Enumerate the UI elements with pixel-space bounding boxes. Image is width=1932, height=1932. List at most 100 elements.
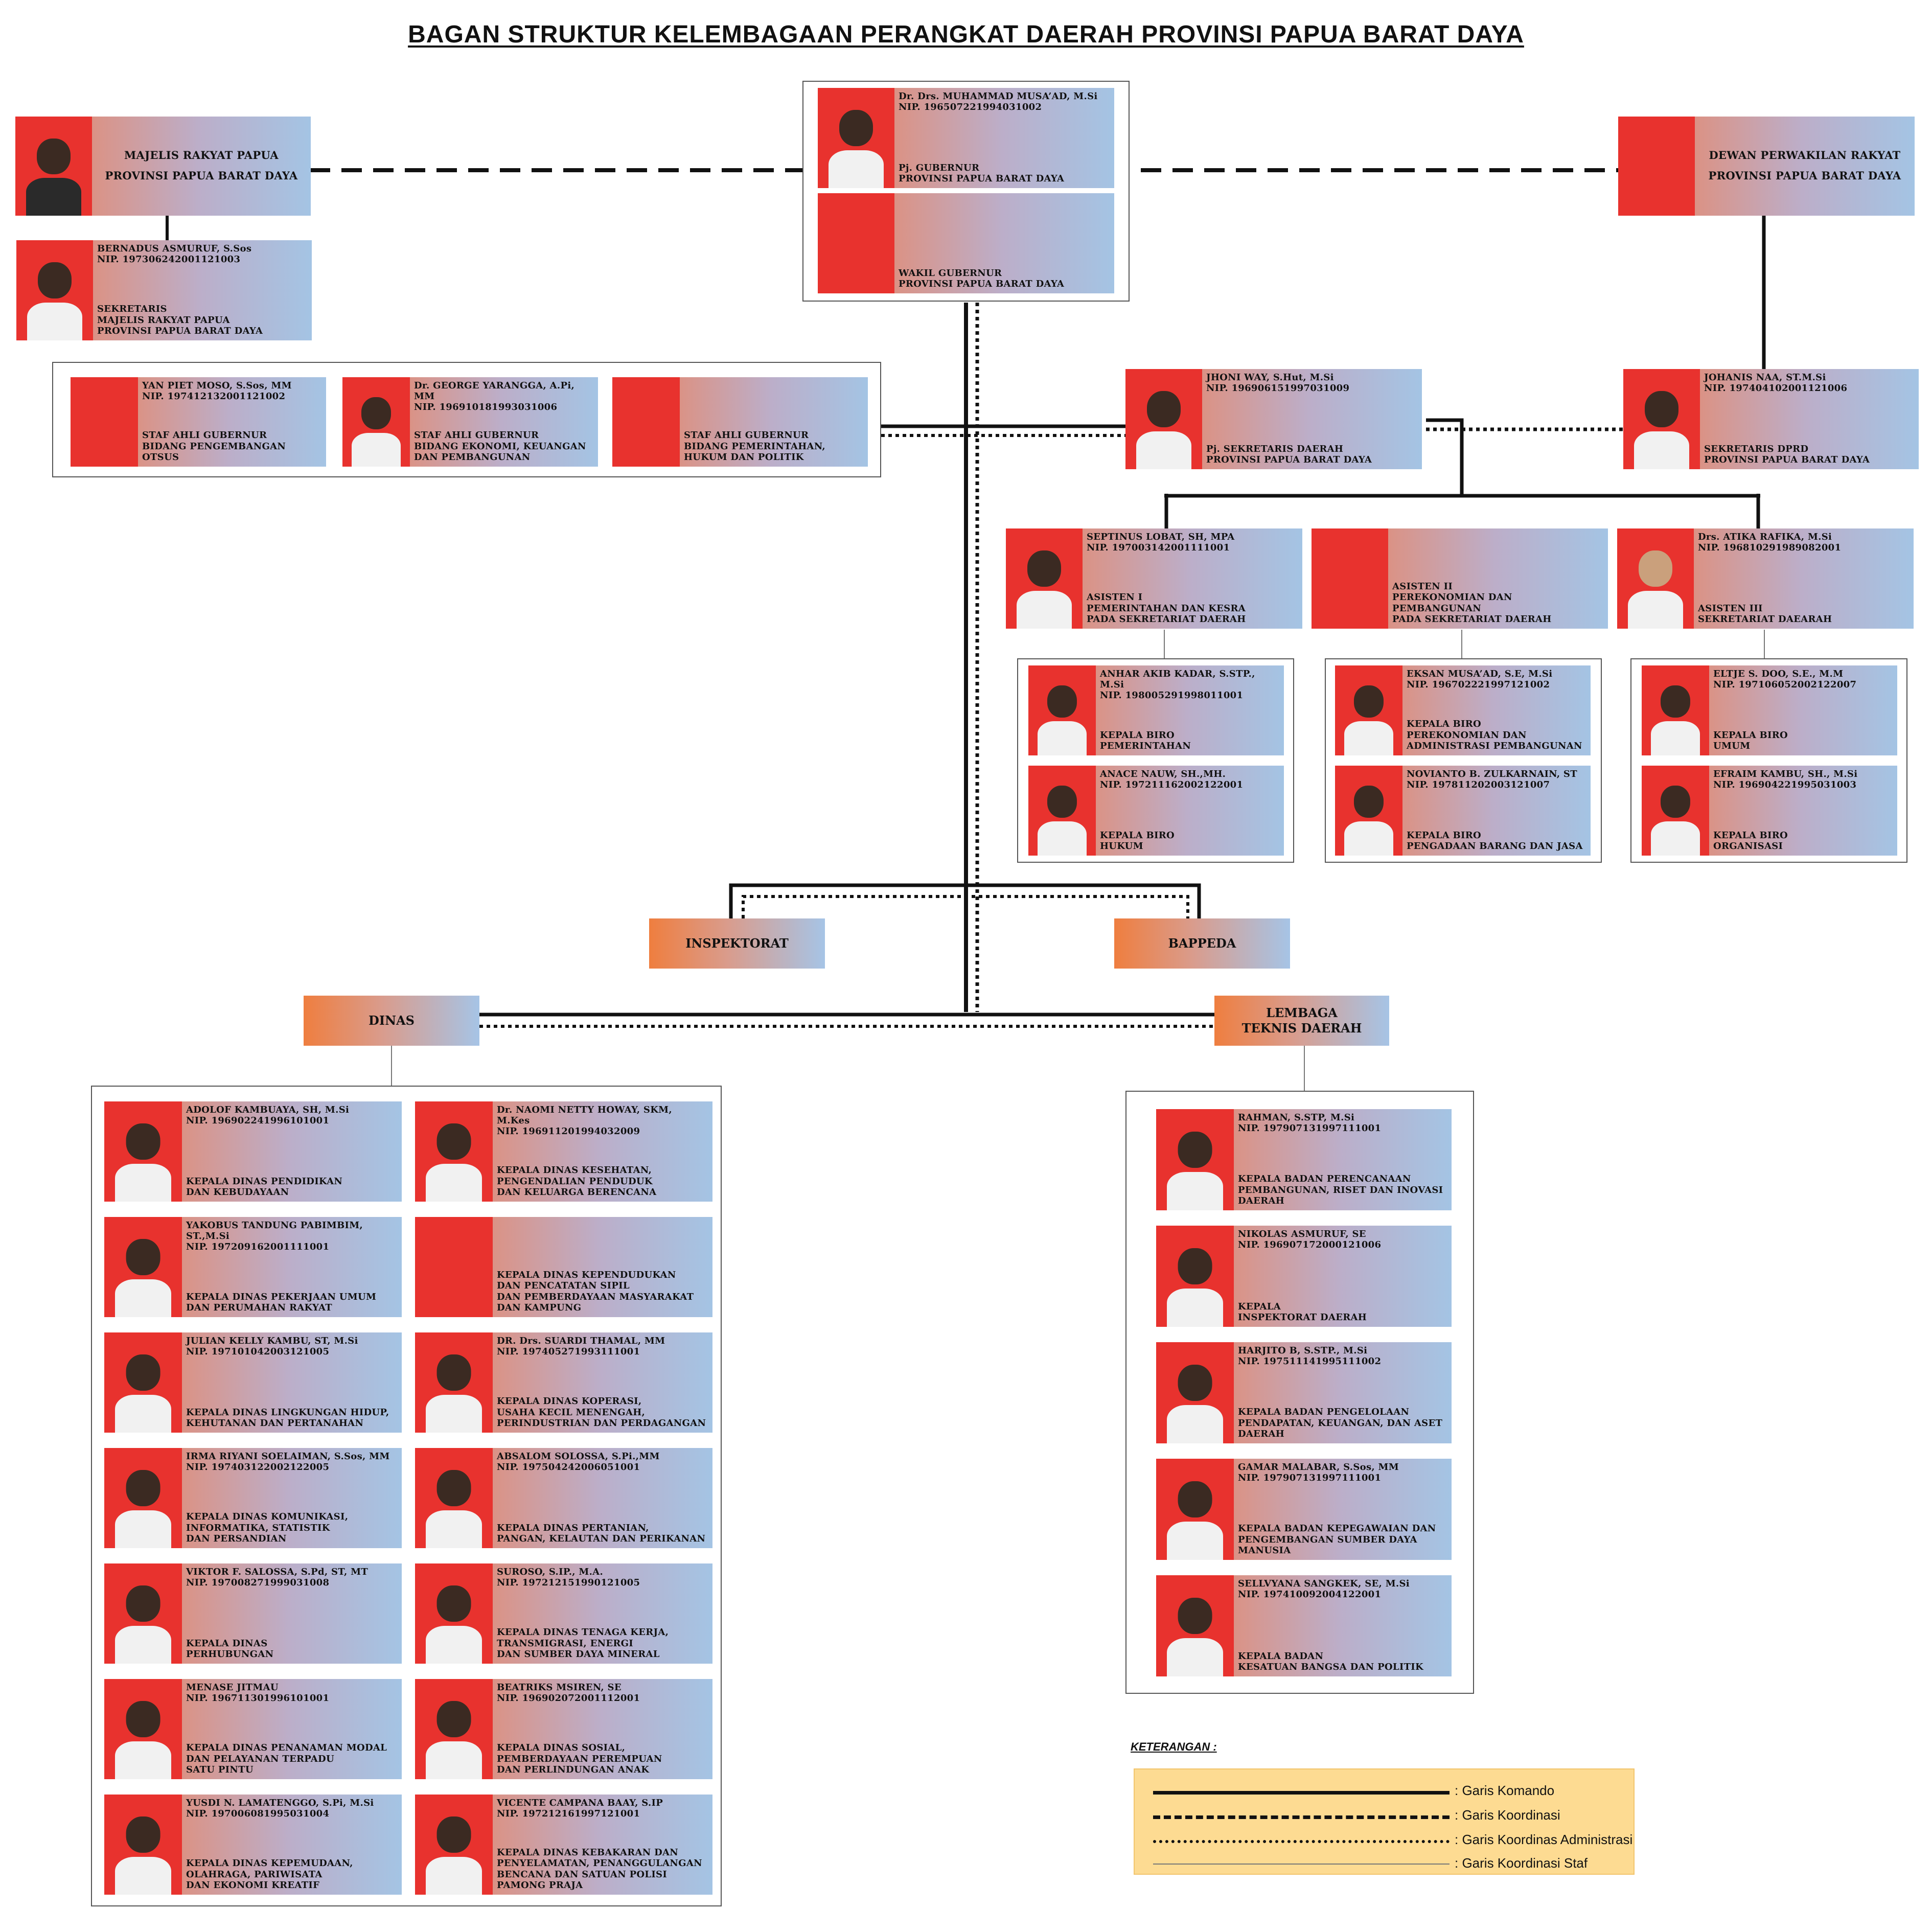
card-position: KEPALA DINAS LINGKUNGAN HIDUP, KEHUTANAN… [186, 1407, 389, 1429]
card-mrp: MAJELIS RAKYAT PAPUA PROVINSI PAPUA BARA… [15, 117, 311, 216]
card-name: NOVIANTO B. ZULKARNAIN, ST [1407, 769, 1577, 779]
card-nip: NIP. 196906151997031009 [1206, 383, 1350, 394]
card-position: KEPALA BIRO UMUM [1713, 729, 1788, 751]
card-position: SEKRETARIS DPRD PROVINSI PAPUA BARAT DAY… [1704, 443, 1870, 465]
page-title: BAGAN STRUKTUR KELEMBAGAAN PERANGKAT DAE… [408, 21, 1524, 48]
photo-dinas-10 [415, 1563, 493, 1664]
card-name: BEATRIKS MSIREN, SE [497, 1682, 622, 1693]
card-position: ASISTEN II PEREKONOMIAN DAN PEMBANGUNAN … [1392, 581, 1552, 625]
card-name: ELTJE S. DOO, S.E., M.M [1713, 669, 1844, 679]
card-nip: NIP. 197209162001111001 [186, 1241, 330, 1253]
card-wakil-gubernur: WAKIL GUBERNUR PROVINSI PAPUA BARAT DAYA [818, 193, 1114, 293]
card-name: RAHMAN, S.STP, M.Si [1238, 1112, 1355, 1123]
card-nip: NIP. 197003142001111001 [1087, 542, 1230, 554]
photo-dinas-1 [104, 1101, 182, 1202]
photo-biro-4 [1335, 766, 1402, 856]
card-nip: NIP. 196910181993031006 [414, 402, 558, 413]
photo-dinas-12 [415, 1679, 493, 1779]
bappeda-box: BAPPEDA [1114, 918, 1290, 969]
card-position: KEPALA BADAN PERENCANAAN PEMBANGUNAN, RI… [1238, 1174, 1443, 1206]
card-position: KEPALA BADAN PENGELOLAAN PENDAPATAN, KEU… [1238, 1407, 1443, 1439]
card-position: ASISTEN I PEMERINTAHAN DAN KESRA PADA SE… [1087, 592, 1246, 625]
card-name: GAMAR MALABAR, S.Sos, MM [1238, 1462, 1399, 1473]
card-position: KEPALA DINAS PERTANIAN, PANGAN, KELAUTAN… [497, 1522, 706, 1544]
photo-biro-1 [1028, 665, 1096, 755]
card-name: ADOLOF KAMBUAYA, SH, M.Si [186, 1105, 350, 1115]
card-nip: NIP. 197811202003121007 [1407, 779, 1550, 791]
photo-placeholder [415, 1217, 493, 1317]
card-nip: NIP. 197006081995031004 [186, 1808, 330, 1820]
card-nip: NIP. 197106052002122007 [1713, 679, 1857, 691]
photo-lembaga-1 [1156, 1109, 1234, 1210]
card-position: KEPALA DINAS KEPENDUDUKAN DAN PENCATATAN… [497, 1270, 694, 1313]
card-position: KEPALA DINAS PENANAMAN MODAL DAN PELAYAN… [186, 1742, 387, 1775]
photo-lembaga-3 [1156, 1342, 1234, 1443]
card-staf-ahli-3: STAF AHLI GUBERNUR BIDANG PEMERINTAHAN, … [612, 377, 868, 467]
card-name: Drs. ATIKA RAFIKA, M.Si [1698, 532, 1832, 542]
card-name: MENASE JITMAU [186, 1682, 279, 1693]
photo-dinas-9 [104, 1563, 182, 1664]
card-nip: NIP. 196711301996101001 [186, 1693, 330, 1704]
card-nip: NIP. 197404102001121006 [1704, 383, 1848, 394]
photo-staf-ahli-2 [342, 377, 410, 467]
photo-biro-3 [1335, 665, 1402, 755]
photo-dinas-13 [104, 1795, 182, 1895]
photo-mrp [15, 117, 92, 216]
card-nip: NIP. 197101042003121005 [186, 1346, 330, 1358]
photo-dinas-8 [415, 1448, 493, 1548]
card-nip: NIP. 197907131997111001 [1238, 1473, 1382, 1484]
card-name: EFRAIM KAMBU, SH., M.Si [1713, 769, 1858, 779]
card-position: KEPALA DINAS PENDIDIKAN DAN KEBUDAYAAN [186, 1176, 343, 1198]
card-nip: NIP. 198005291998011001 [1100, 690, 1244, 701]
card-name: SELLVYANA SANGKEK, SE, M.Si [1238, 1578, 1410, 1589]
photo-biro-2 [1028, 766, 1096, 856]
card-dinas-10: SUROSO, S.IP., M.A.NIP. 1972121519901210… [415, 1563, 712, 1664]
photo-dinas-14 [415, 1795, 493, 1895]
card-nip: NIP. 197412132001121002 [142, 391, 286, 402]
card-position: KEPALA BIRO ORGANISASI [1713, 830, 1788, 852]
photo-sekwan [1623, 369, 1700, 469]
legend-item-administrasi: : Garis Koordinas Administrasi [1153, 1830, 1632, 1850]
photo-asisten-1 [1006, 528, 1083, 629]
card-nip: NIP. 196907172000121006 [1238, 1239, 1382, 1251]
legend: : Garis Komando : Garis Koordinasi : Gar… [1134, 1768, 1635, 1875]
photo-mrp-sekretaris [16, 240, 93, 340]
card-position: KEPALA DINAS KEBAKARAN DAN PENYELAMATAN,… [497, 1847, 702, 1891]
card-position: KEPALA BIRO HUKUM [1100, 830, 1175, 852]
photo-dinas-3 [104, 1217, 182, 1317]
legend-label: : Garis Komando [1455, 1783, 1555, 1798]
legend-label: : Garis Koordinasi Staf [1455, 1855, 1588, 1871]
card-nip: NIP. 197306242001121003 [97, 254, 241, 265]
legend-line-solid [1153, 1791, 1450, 1795]
card-dprd: DEWAN PERWAKILAN RAKYAT PROVINSI PAPUA B… [1618, 117, 1915, 216]
card-position: KEPALA INSPEKTORAT DAERAH [1238, 1301, 1367, 1323]
card-name: EKSAN MUSA’AD, S.E, M.Si [1407, 669, 1553, 679]
card-nip: NIP. 197405271993111001 [497, 1346, 640, 1358]
card-position: KEPALA DINAS SOSIAL, PEMBERDAYAAN PEREMP… [497, 1742, 662, 1775]
card-nip: NIP. 197212151990121005 [497, 1577, 640, 1589]
legend-item-koordinasi: : Garis Koordinasi [1153, 1805, 1623, 1826]
card-position: KEPALA DINAS KESEHATAN, PENGENDALIAN PEN… [497, 1165, 657, 1198]
card-name: JULIAN KELLY KAMBU, ST, M.Si [186, 1336, 358, 1346]
card-name: Dr. NAOMI NETTY HOWAY, SKM, M.Kes [497, 1105, 672, 1126]
card-name: NIKOLAS ASMURUF, SE [1238, 1229, 1366, 1239]
card-nip: NIP. 196702221997121002 [1407, 679, 1550, 691]
card-position: SEKRETARIS MAJELIS RAKYAT PAPUA PROVINSI… [97, 304, 263, 336]
legend-line-dotted [1153, 1840, 1450, 1843]
